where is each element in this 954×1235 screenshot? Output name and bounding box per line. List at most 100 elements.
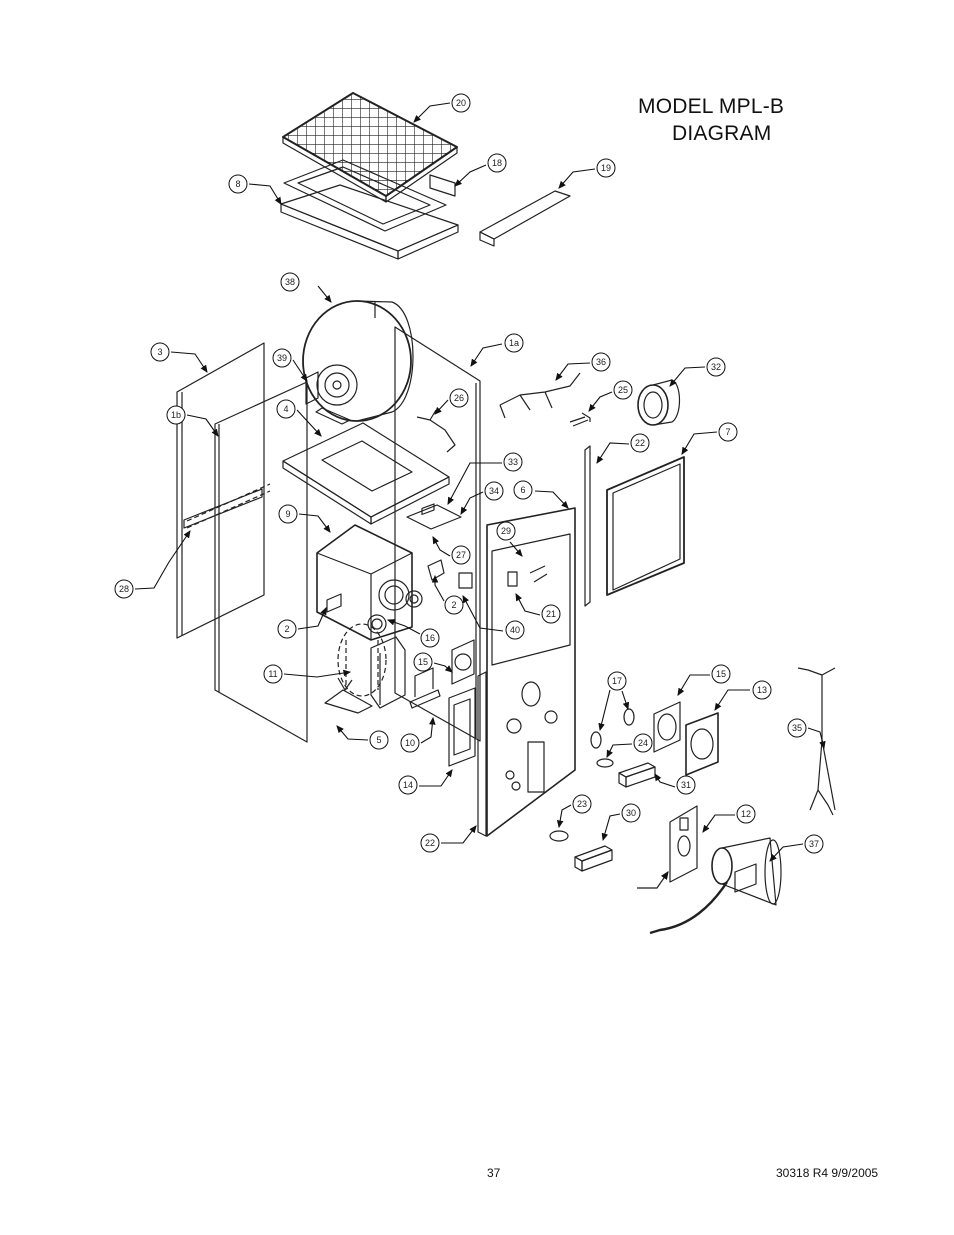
callout-leader-line xyxy=(434,399,449,415)
callout-circle xyxy=(451,93,471,113)
callout-label: 23 xyxy=(577,799,587,809)
callout-label: 21 xyxy=(546,609,556,619)
callout-circle xyxy=(166,405,186,425)
part-sensor xyxy=(569,412,591,427)
callout-leader-line xyxy=(134,530,191,590)
callout-label: 16 xyxy=(425,633,435,643)
callout-circle xyxy=(278,504,298,524)
callout-label: 33 xyxy=(508,457,518,467)
part-seal-strip-a xyxy=(584,445,591,607)
callout-circle xyxy=(444,595,464,615)
callout-leader-line xyxy=(596,442,630,464)
callout-leader-line xyxy=(298,513,331,533)
callout-leader-line xyxy=(515,593,541,616)
callout-c23: 23 xyxy=(556,794,592,829)
part-small-brackets xyxy=(427,559,473,589)
part-mounting-plate xyxy=(685,712,719,776)
callout-circle xyxy=(276,399,296,419)
callout-c30: 30 xyxy=(601,803,641,842)
callout-leader-line xyxy=(669,366,706,387)
callout-label: 3 xyxy=(157,347,162,357)
callout-label: 28 xyxy=(119,584,129,594)
callout-leader-line xyxy=(432,536,451,557)
callout-c28: 28 xyxy=(114,530,191,599)
callout-leader-line xyxy=(556,804,572,829)
part-control-board xyxy=(406,503,462,530)
callout-circle xyxy=(280,272,300,292)
callout-label: 15 xyxy=(716,669,726,679)
callout-circle xyxy=(398,775,418,795)
document-reference: 30318 R4 9/9/2005 xyxy=(776,1166,879,1180)
part-seal-strip-b xyxy=(477,671,487,837)
callout-label: 1b xyxy=(171,410,181,420)
callout-c11: 11 xyxy=(263,664,352,684)
callout-circle xyxy=(804,834,824,854)
callout-leader-line xyxy=(702,814,735,833)
callout-leader-line xyxy=(336,725,369,741)
callout-leader-line xyxy=(433,662,453,673)
callout-label: 39 xyxy=(277,353,287,363)
callout-label: 26 xyxy=(454,393,464,403)
callout-c21: 21 xyxy=(515,593,561,624)
callout-c26: 26 xyxy=(434,388,469,415)
callout-c3: 3 xyxy=(150,342,208,373)
callout-label: 30 xyxy=(626,808,636,818)
callout-label: 14 xyxy=(403,780,413,790)
callout-c16: 16 xyxy=(386,619,440,648)
callout-circle xyxy=(591,352,611,372)
diagram-title-line2: DIAGRAM xyxy=(672,122,772,145)
callout-leader-line xyxy=(621,690,630,711)
callout-c15a: 15 xyxy=(413,652,453,673)
callout-circle xyxy=(613,380,633,400)
callout-leader-line xyxy=(170,351,208,373)
callout-label: 31 xyxy=(681,780,691,790)
callout-leader-line xyxy=(292,359,308,382)
callout-label: 22 xyxy=(425,838,435,848)
callout-leader-line xyxy=(769,843,804,862)
callout-leader-line xyxy=(413,102,451,123)
callout-label: 34 xyxy=(489,486,499,496)
part-shelf-bracket xyxy=(183,483,271,529)
callout-circle xyxy=(114,579,134,599)
callout-leader-line xyxy=(601,813,621,842)
callout-label: 4 xyxy=(283,404,288,414)
callout-label: 17 xyxy=(612,676,622,686)
callout-circle xyxy=(400,733,420,753)
callout-c40: 40 xyxy=(462,595,525,640)
callout-leader-line xyxy=(588,391,613,412)
callout-label: 38 xyxy=(285,277,295,287)
callout-leader-line xyxy=(317,285,332,303)
callout-leader-line xyxy=(283,669,352,678)
callout-circle xyxy=(505,620,525,640)
callout-leader-line xyxy=(447,462,502,505)
diagram-title-line1: MODEL MPL-B xyxy=(638,95,785,118)
part-gasket-15a xyxy=(451,639,475,685)
callout-leader-line xyxy=(534,490,569,509)
callout-c27: 27 xyxy=(432,536,471,565)
part-switch-transformer xyxy=(529,565,548,583)
part-angle-rail xyxy=(479,190,571,247)
callout-label: 5 xyxy=(376,735,381,745)
callout-label: 9 xyxy=(285,509,290,519)
part-access-plate xyxy=(448,687,476,767)
callout-circle xyxy=(272,348,292,368)
callout-c36: 36 xyxy=(555,352,611,381)
callout-c15b: 15 xyxy=(677,664,731,696)
part-filter-grille xyxy=(282,92,458,203)
callout-label: 22 xyxy=(635,438,645,448)
callout-label: 29 xyxy=(501,526,511,536)
part-front-panel xyxy=(486,507,576,837)
callout-leader-line xyxy=(419,769,453,787)
part-heat-exchanger xyxy=(316,524,413,641)
callout-c12: 12 xyxy=(702,804,756,833)
callout-circle xyxy=(263,664,283,684)
part-bracket-10 xyxy=(409,667,441,709)
callout-c4: 4 xyxy=(276,399,322,437)
callout-label: 13 xyxy=(757,685,767,695)
callout-leader-line xyxy=(654,773,676,788)
callout-label: 20 xyxy=(456,98,466,108)
callout-leader-line xyxy=(386,619,421,635)
callout-label: 40 xyxy=(510,625,520,635)
